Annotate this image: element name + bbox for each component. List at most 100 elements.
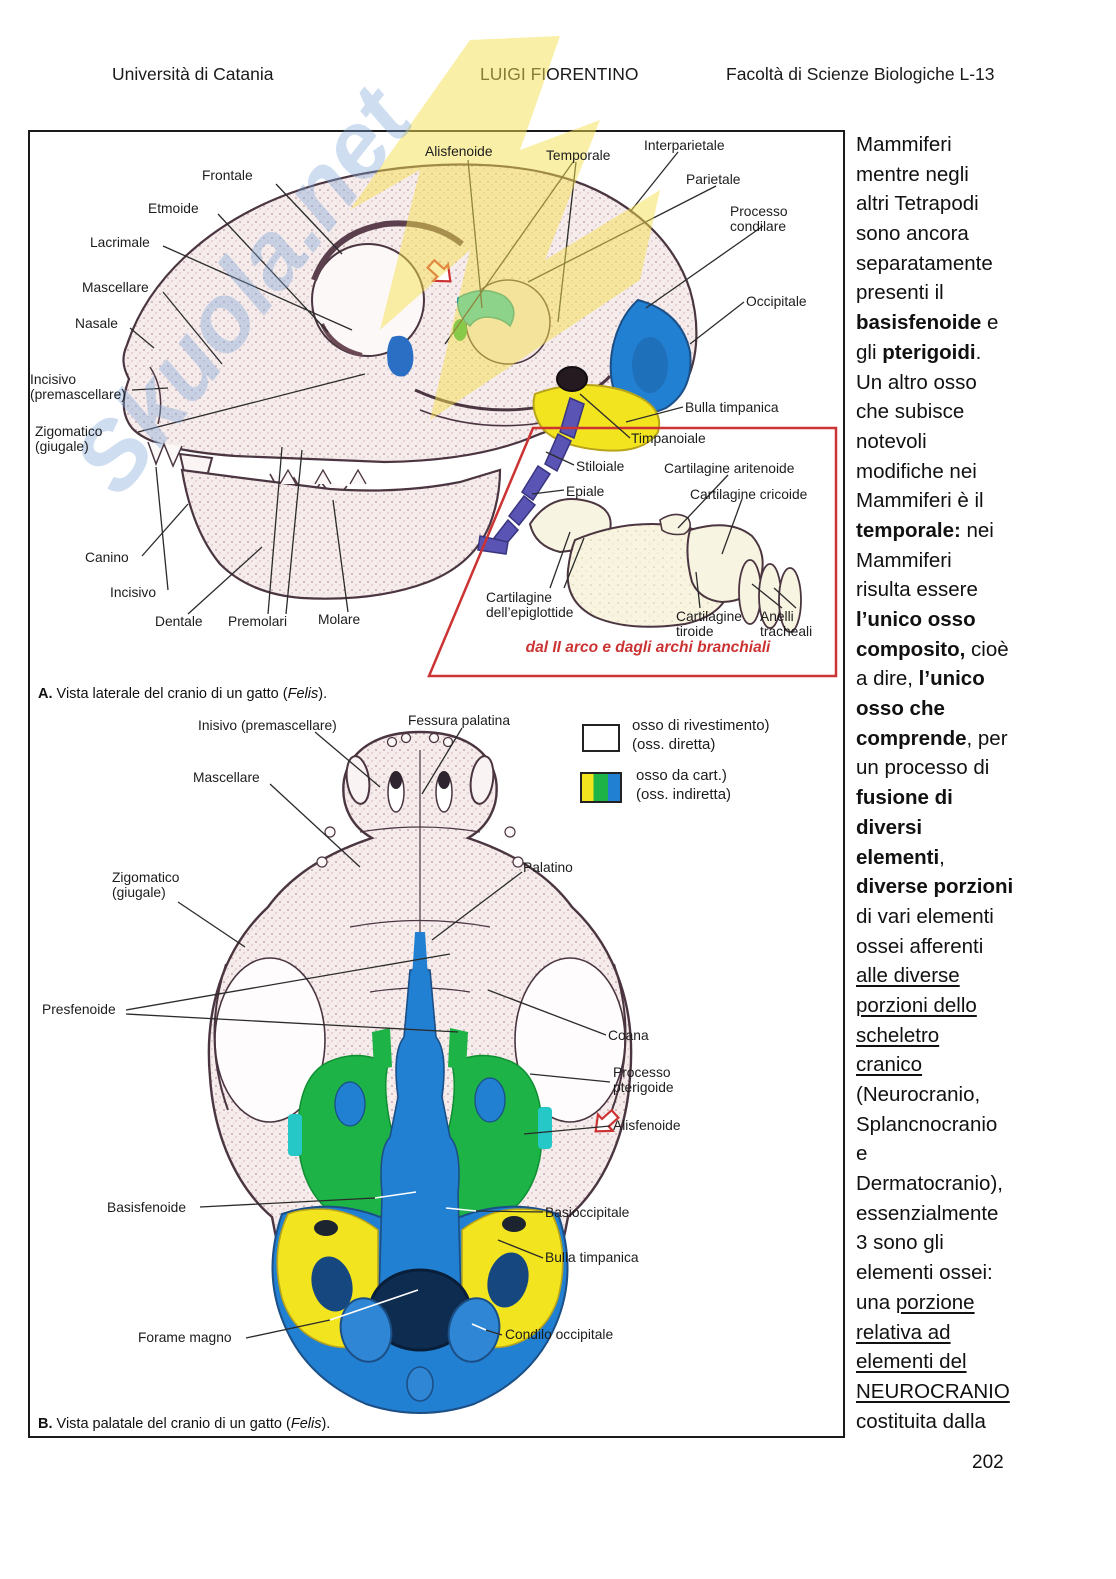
sidebar-line: essenzialmente bbox=[856, 1201, 999, 1225]
page-number: 202 bbox=[972, 1452, 1004, 1473]
label-bulla-timpanica: Bulla timpanica bbox=[685, 400, 779, 415]
label-canino: Canino bbox=[85, 550, 129, 565]
legend-swatch-direct bbox=[582, 724, 620, 752]
sidebar-line: e bbox=[856, 1142, 868, 1166]
sidebar-line: alle diverse bbox=[856, 964, 960, 988]
sidebar-line: Mammiferi è il bbox=[856, 489, 984, 513]
sidebar-line: Un altro osso bbox=[856, 370, 977, 394]
sidebar-line: altri Tetrapodi bbox=[856, 192, 979, 216]
sidebar-line: temporale: nei bbox=[856, 518, 994, 542]
panel-b-white-leader-segments bbox=[329, 1191, 487, 1331]
sidebar-line: NEUROCRANIO bbox=[856, 1379, 1010, 1403]
label-nasale: Nasale bbox=[75, 316, 118, 331]
sidebar-line: Splancnocranio bbox=[856, 1112, 998, 1136]
sidebar-line: basisfenoide e bbox=[856, 311, 999, 335]
label-cartilagine-cricoide: Cartilagine cricoide bbox=[690, 487, 808, 502]
label-condilo-occipitale: Condilo occipitale bbox=[505, 1327, 614, 1342]
sidebar-line: porzioni dello bbox=[856, 993, 977, 1017]
sidebar-line: gli pterigoidi. bbox=[856, 340, 982, 364]
label-processo-condilare: Processo condilare bbox=[730, 204, 788, 235]
sidebar-line: sono ancora bbox=[856, 222, 969, 246]
red-arrow-icon bbox=[594, 1108, 620, 1133]
sidebar-line: osso che bbox=[856, 697, 945, 721]
sidebar-line: notevoli bbox=[856, 429, 927, 453]
label-parietale: Parietale bbox=[686, 172, 741, 187]
label-epiale: Epiale bbox=[566, 484, 605, 499]
sidebar-line: fusione di bbox=[856, 786, 953, 810]
sidebar-line: composito, cioè bbox=[856, 637, 1009, 661]
label-etmoide: Etmoide bbox=[148, 201, 199, 216]
sidebar-line: 3 sono gli bbox=[856, 1231, 944, 1255]
sidebar-line: una porzione bbox=[856, 1290, 975, 1314]
sidebar-line: costituita dalla bbox=[856, 1409, 986, 1433]
label-forame-magno: Forame magno bbox=[138, 1330, 232, 1345]
caption-b-label: B. bbox=[38, 1416, 53, 1432]
label-timpanoiale: Timpanoiale bbox=[631, 431, 706, 446]
sidebar-line: cranico bbox=[856, 1053, 923, 1077]
sidebar-line: diverse porzioni bbox=[856, 875, 1014, 899]
sidebar-line: Mammiferi bbox=[856, 133, 952, 156]
sidebar-text-column: Mammiferi mentre negli altri Tetrapodi sono… bbox=[856, 130, 1112, 1436]
legend-direct-text: osso di rivestimento) (oss. diretta) bbox=[632, 717, 770, 753]
sidebar-line: modifiche nei bbox=[856, 459, 977, 483]
label-bulla-timpanica-b: Bulla timpanica bbox=[545, 1250, 639, 1265]
red-callout-box bbox=[427, 426, 838, 678]
label-temporale: Temporale bbox=[546, 148, 611, 163]
panel-b-palatal-skull bbox=[125, 727, 633, 1414]
label-molare: Molare bbox=[318, 612, 361, 627]
sidebar-line: ossei afferenti bbox=[856, 934, 984, 958]
header-faculty: Facoltà di Scienze Biologiche L-13 bbox=[726, 64, 995, 84]
sidebar-line: di vari elementi bbox=[856, 904, 994, 928]
label-dentale: Dentale bbox=[155, 614, 203, 629]
sidebar-line: elementi del bbox=[856, 1350, 967, 1374]
caption-panel-a: A. Vista laterale del cranio di un gatto… bbox=[38, 686, 328, 702]
label-premolari: Premolari bbox=[228, 614, 288, 629]
label-presfenoide: Presfenoide bbox=[42, 1002, 116, 1017]
label-fessura-palatina: Fessura palatina bbox=[408, 713, 511, 728]
sidebar-line: scheletro bbox=[856, 1023, 940, 1047]
sidebar-line: presenti il bbox=[856, 281, 944, 305]
sidebar-line: elementi, bbox=[856, 845, 945, 869]
label-incisivo-premascellare: Incisivo (premascellare) bbox=[30, 372, 126, 403]
figure-labels: Frontale Etmoide Lacrimale Mascellare Na… bbox=[30, 132, 843, 1436]
caption-a-label: A. bbox=[38, 686, 53, 702]
sidebar-line: comprende, per bbox=[856, 726, 1008, 750]
label-zigomatico-giugale: Zigomatico (giugale) bbox=[35, 424, 103, 455]
sidebar-line: mentre negli bbox=[856, 162, 969, 186]
legend-swatch-indirect bbox=[580, 772, 622, 803]
label-alisfenoide: Alisfenoide bbox=[425, 144, 493, 159]
caption-panel-b: B. Vista palatale del cranio di un gatto… bbox=[38, 1416, 331, 1432]
sidebar-line: che subisce bbox=[856, 400, 965, 424]
sidebar-line: risulta essere bbox=[856, 578, 978, 602]
label-basioccipitale: Basioccipitale bbox=[545, 1205, 630, 1220]
sidebar-line: Mammiferi bbox=[856, 548, 952, 572]
label-cartilagine-tiroide: Cartilagine tiroide bbox=[676, 609, 742, 640]
label-alisfenoide-b: Alisfenoide bbox=[613, 1118, 681, 1133]
label-cartilagine-epiglottide: Cartilagine dell’epiglottide bbox=[486, 590, 574, 621]
label-processo-pterigoide: Processo pterigoide bbox=[613, 1065, 674, 1096]
sidebar-line: diversi bbox=[856, 815, 923, 839]
label-coana: Coana bbox=[608, 1028, 649, 1043]
sidebar-line: Dermatocranio), bbox=[856, 1172, 1003, 1196]
label-palatino: Palatino bbox=[523, 860, 573, 875]
sidebar-line: separatamente bbox=[856, 251, 993, 275]
label-mascellare: Mascellare bbox=[82, 280, 149, 295]
sidebar-line: (Neurocranio, bbox=[856, 1083, 981, 1106]
label-frontale: Frontale bbox=[202, 168, 253, 183]
label-mascellare-b: Mascellare bbox=[193, 770, 260, 785]
red-note: dal II arco e dagli archi branchiali bbox=[525, 639, 771, 656]
sidebar-line: elementi ossei: bbox=[856, 1261, 993, 1285]
label-cartilagine-aritenoide: Cartilagine aritenoide bbox=[664, 461, 795, 476]
label-inisivo-premascellare: Inisivo (premascellare) bbox=[198, 718, 337, 733]
label-occipitale: Occipitale bbox=[746, 294, 807, 309]
header-university: Università di Catania bbox=[112, 64, 274, 84]
label-lacrimale: Lacrimale bbox=[90, 235, 150, 250]
legend-indirect-text: osso da cart.) (oss. indiretta) bbox=[636, 767, 732, 803]
label-stiloiale: Stiloiale bbox=[576, 459, 625, 474]
label-incisivo: Incisivo bbox=[110, 585, 157, 600]
header-author: LUIGI FIORENTINO bbox=[480, 64, 639, 84]
sidebar-line: relativa ad bbox=[856, 1320, 951, 1344]
sidebar-line: un processo di bbox=[856, 756, 990, 780]
label-basisfenoide: Basisfenoide bbox=[107, 1200, 187, 1215]
